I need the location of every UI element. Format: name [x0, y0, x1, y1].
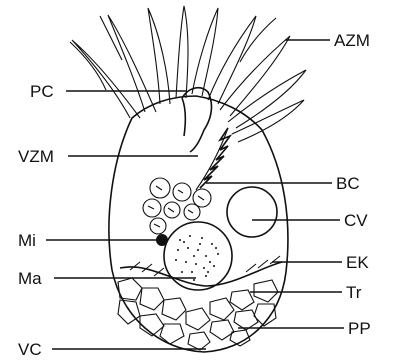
label-mi: Mi: [18, 231, 36, 250]
label-ek: EK: [346, 253, 369, 272]
adoral-membranelles: [70, 6, 306, 142]
label-pc: PC: [30, 82, 54, 101]
posterior-plates: [118, 278, 278, 350]
leader-lines: [46, 40, 344, 349]
label-pp: PP: [348, 319, 371, 338]
label-azm: AZM: [334, 31, 370, 50]
label-cv: CV: [344, 211, 368, 230]
label-bc: BC: [336, 174, 360, 193]
cell-body-outline: [109, 96, 288, 352]
label-vzm: VZM: [18, 147, 54, 166]
label-vc: VC: [18, 340, 42, 359]
label-tr: Tr: [346, 283, 362, 302]
contractile-vacuole: [227, 187, 277, 237]
endoplasmic-kinety: [120, 256, 282, 286]
macronucleus: [164, 222, 232, 290]
label-ma: Ma: [18, 269, 42, 288]
